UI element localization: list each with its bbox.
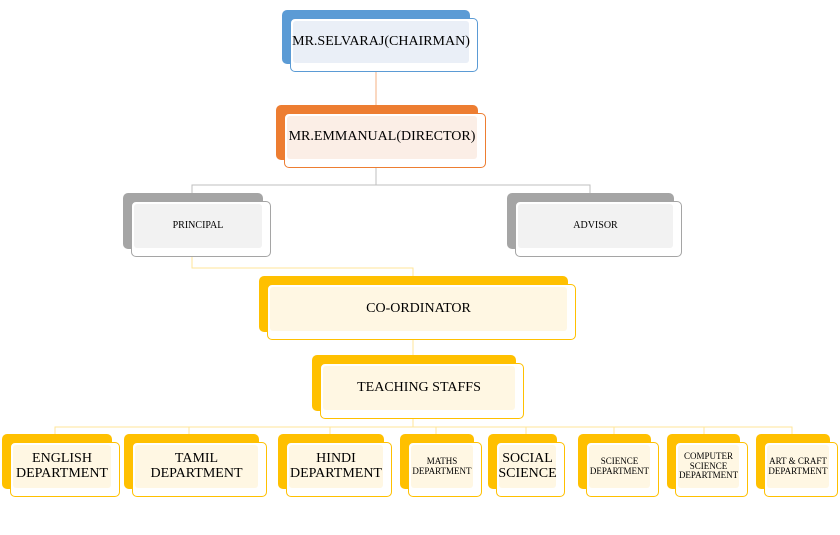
connector-director-advisor [376,184,591,195]
tamil-department-label: TAMIL DEPARTMENT [135,445,258,488]
maths-department-label: MATHS DEPARTMENT [411,445,473,488]
coordinator-label: CO-ORDINATOR [270,287,567,331]
hindi-department-label: HINDI DEPARTMENT [289,445,383,488]
social-science-node: SOCIAL SCIENCE [488,434,565,497]
art-craft-department-label: ART & CRAFT DEPARTMENT [767,445,829,488]
teaching-staffs-node: TEACHING STAFFS [312,355,524,419]
computer-science-department-node: COMPUTER SCIENCE DEPARTMENT [667,434,748,497]
connector-director-principal [191,167,377,195]
principal-label: PRINCIPAL [134,204,262,248]
connector-principal-coordinator [191,256,414,276]
director-label: MR.EMMANUAL(DIRECTOR) [287,116,477,159]
social-science-label: SOCIAL SCIENCE [498,445,557,488]
english-department-label: ENGLISH DEPARTMENT [13,445,111,488]
science-department-label: SCIENCE DEPARTMENT [589,445,650,488]
principal-node: PRINCIPAL [123,193,271,257]
maths-department-node: MATHS DEPARTMENT [400,434,482,497]
hindi-department-node: HINDI DEPARTMENT [278,434,392,497]
advisor-label: ADVISOR [518,204,673,248]
advisor-node: ADVISOR [507,193,682,257]
computer-science-department-label: COMPUTER SCIENCE DEPARTMENT [678,445,739,488]
science-department-node: SCIENCE DEPARTMENT [578,434,659,497]
chairman-label: MR.SELVARAJ(CHAIRMAN) [292,21,470,63]
coordinator-node: CO-ORDINATOR [259,276,576,340]
director-node: MR.EMMANUAL(DIRECTOR) [276,105,486,168]
art-craft-department-node: ART & CRAFT DEPARTMENT [756,434,838,497]
tamil-department-node: TAMIL DEPARTMENT [124,434,267,497]
chairman-node: MR.SELVARAJ(CHAIRMAN) [282,10,478,72]
teaching-staffs-label: TEACHING STAFFS [323,366,515,410]
english-department-node: ENGLISH DEPARTMENT [2,434,120,497]
connector-teaching-departments [54,426,793,435]
